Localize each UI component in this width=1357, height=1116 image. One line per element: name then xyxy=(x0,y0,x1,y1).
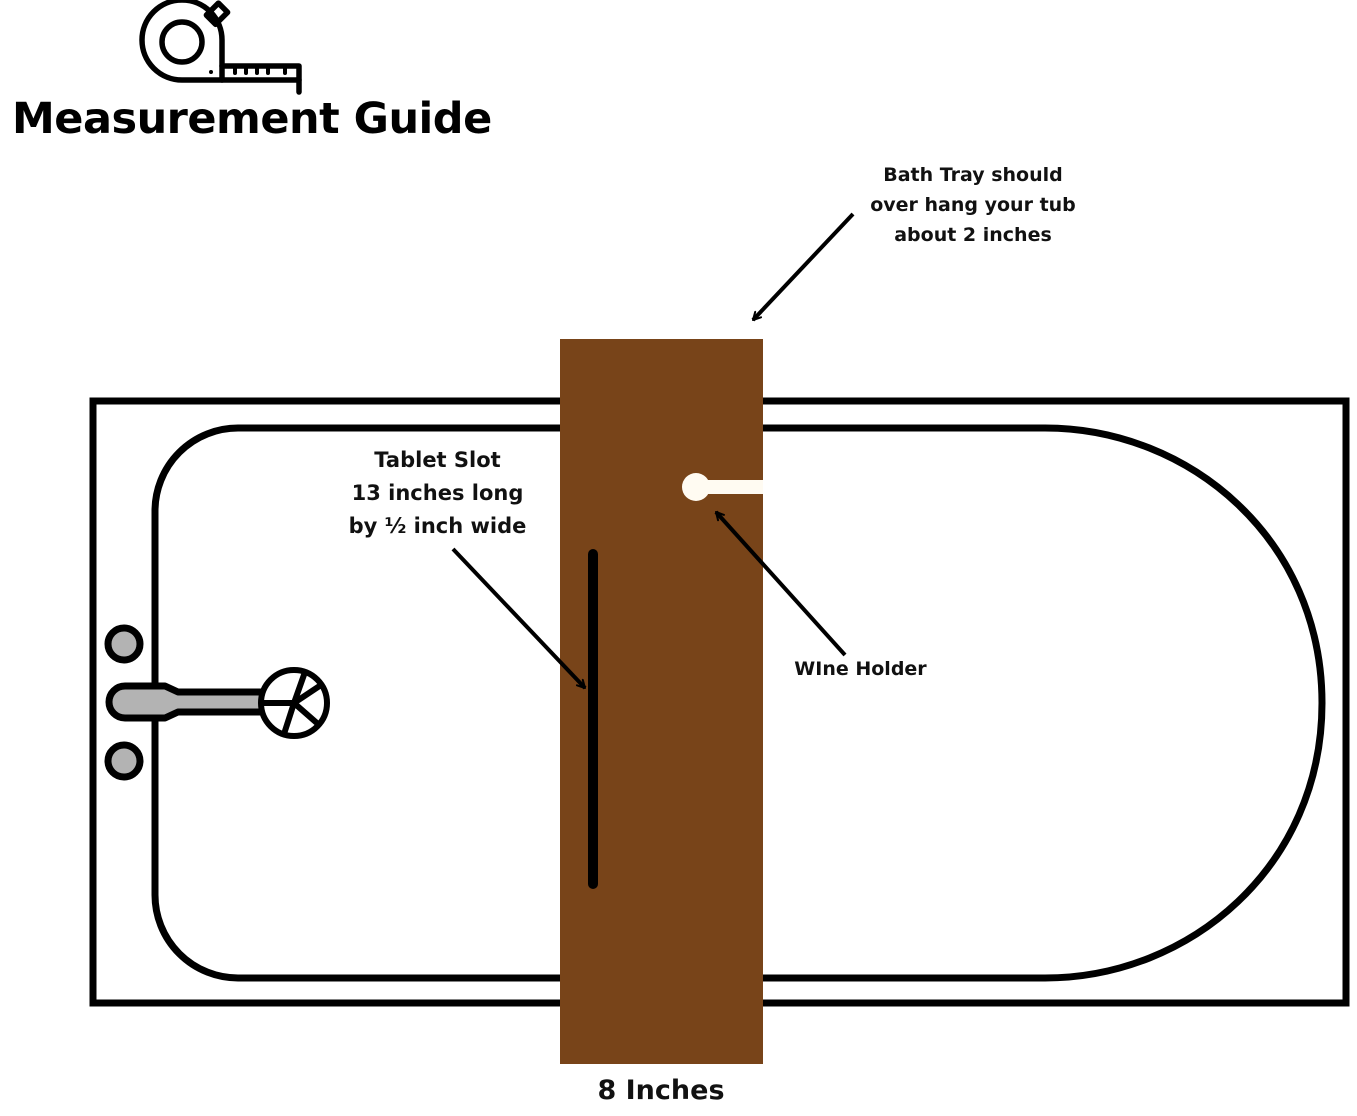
overhang-arrow xyxy=(751,212,855,322)
overhang-annotation: Bath Tray should over hang your tub abou… xyxy=(870,164,1076,246)
tape-measure-icon xyxy=(139,0,302,95)
handle-knob-top xyxy=(104,624,144,664)
tray-width-annotation: 8 Inches xyxy=(597,1075,725,1106)
wine-holder-cutout xyxy=(682,473,763,501)
wine-holder-arrow xyxy=(714,510,847,657)
faucet xyxy=(105,682,276,722)
drain-wheel xyxy=(258,667,330,739)
tablet-slot-arrow xyxy=(451,547,587,690)
page-title: Measurement Guide xyxy=(12,94,492,144)
tablet-slot-annotation: Tablet Slot 13 inches long by ½ inch wid… xyxy=(348,448,527,538)
wine-holder-annotation: WIne Holder xyxy=(794,658,927,680)
handle-knob-bottom xyxy=(104,741,144,781)
